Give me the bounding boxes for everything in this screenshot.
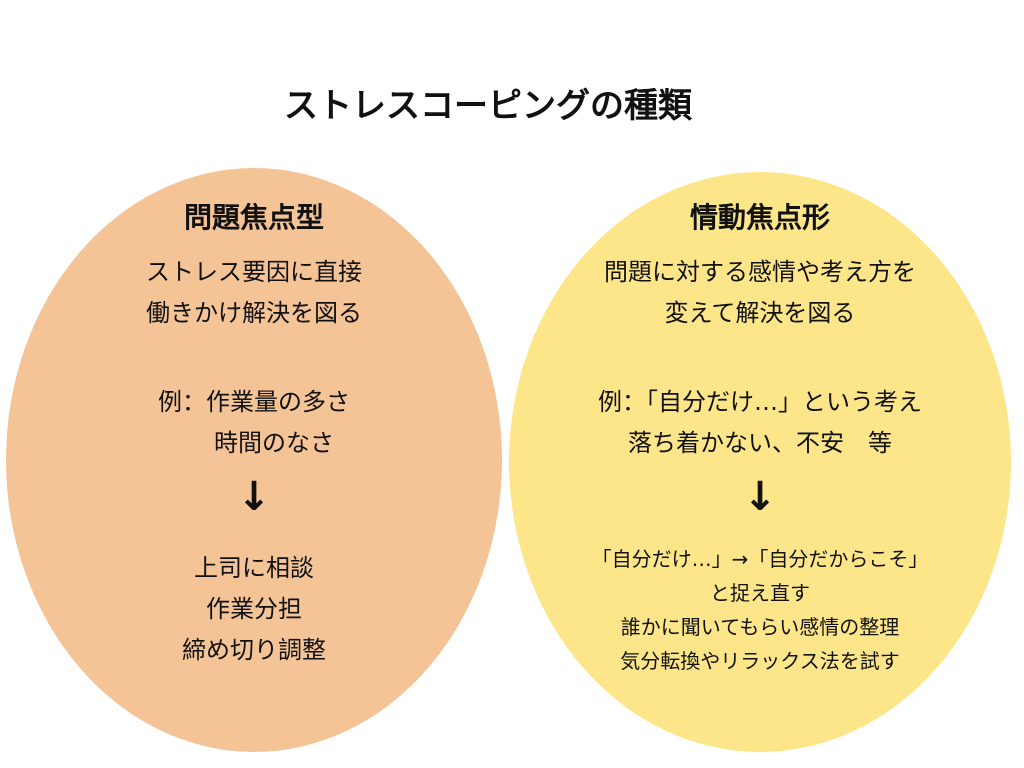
description-line: 働きかけ解決を図る [146,299,362,327]
example-line: 例：作業量の多さ [158,388,350,416]
example-line: 例：「自分だけ…」という考え [598,388,922,416]
problem-focused-heading: 問題焦点型 [183,201,324,234]
action-item: 上司に相談 [194,554,314,582]
page-title: ストレスコーピングの種類 [284,86,692,126]
emotion-focused-example: 例：「自分だけ…」という考え 落ち着かない、不安 等 [540,382,980,464]
description-line: 変えて解決を図る [664,299,856,327]
action-item: 「自分だけ…」→「自分だからこそ」 [591,547,929,571]
action-item: と捉え直す [710,581,810,605]
problem-focused-example: 例：作業量の多さ 時間のなさ [54,382,454,464]
action-item: 締め切り調整 [182,636,326,664]
description-line: ストレス要因に直接 [146,258,362,286]
emotion-focused-heading: 情動焦点形 [689,201,830,234]
problem-focused-description: ストレス要因に直接 働きかけ解決を図る [54,252,454,334]
problem-focused-ellipse [6,168,502,752]
description-line: 問題に対する感情や考え方を [604,258,916,286]
emotion-focused-ellipse [509,172,1011,752]
example-line: 時間のなさ [214,429,334,457]
emotion-focused-actions: 「自分だけ…」→「自分だからこそ」 と捉え直す 誰かに聞いてもらい感情の整理 気… [540,542,980,678]
problem-focused-actions: 上司に相談 作業分担 締め切り調整 [54,548,454,671]
example-line: 落ち着かない、不安 等 [628,429,892,457]
action-item: 誰かに聞いてもらい感情の整理 [620,615,900,639]
action-item: 作業分担 [206,595,302,623]
down-arrow-icon: ↓ [743,474,777,520]
down-arrow-icon: ↓ [237,474,271,520]
action-item: 気分転換やリラックス法を試す [620,649,900,673]
emotion-focused-description: 問題に対する感情や考え方を 変えて解決を図る [560,252,960,334]
